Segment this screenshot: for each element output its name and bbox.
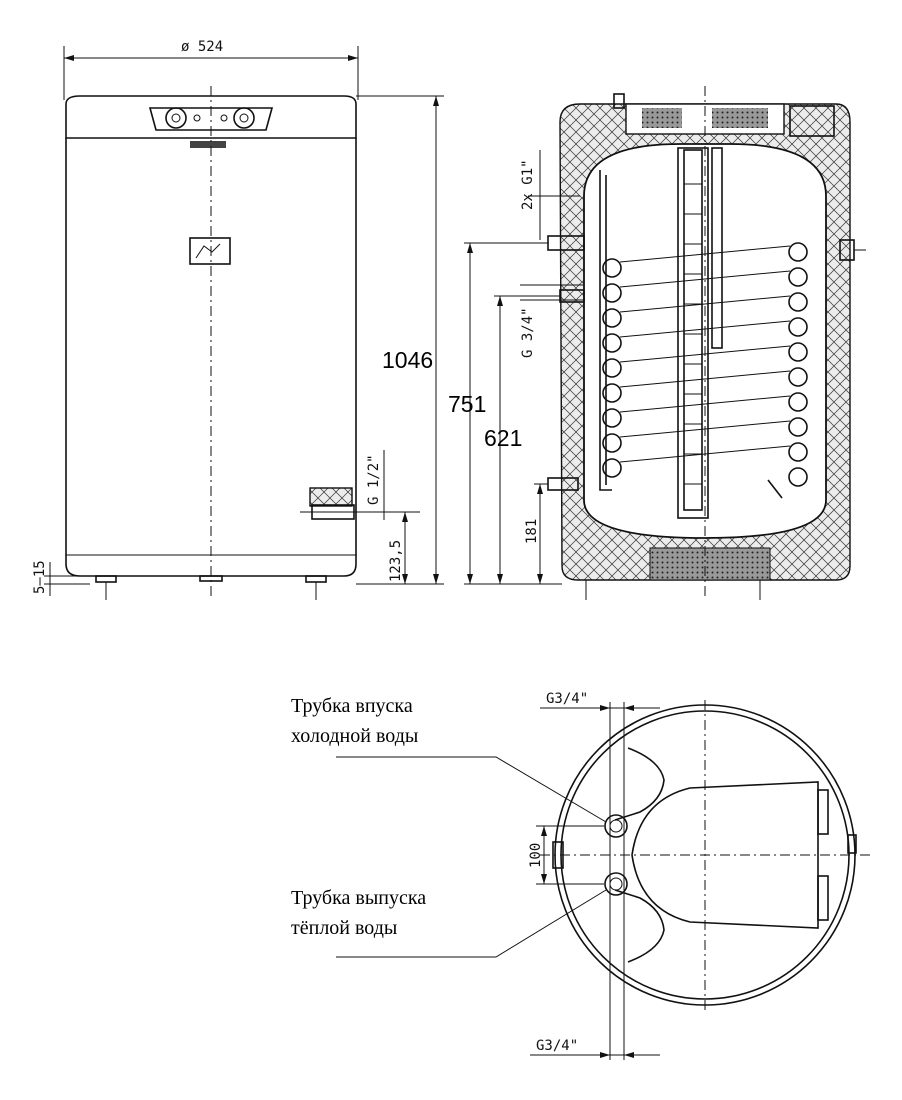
pipe-spacing-label: 100 <box>528 843 544 868</box>
mid-thread-label: G 3/4" <box>520 307 536 358</box>
diameter-label: ø 524 <box>181 39 223 55</box>
drain-height-label: 123,5 <box>388 540 404 582</box>
heating-segments <box>684 183 702 485</box>
front-view: ø 524 G 1/2" 123,5 <box>32 39 444 600</box>
cold-inlet-label-line1: Трубка впуска <box>291 695 413 717</box>
cold-thread-label: G3/4" <box>546 691 588 707</box>
hot-thread-label: G3/4" <box>536 1038 578 1054</box>
low-pipe-height-label: 181 <box>524 519 540 544</box>
top-thread-label: 2x G1" <box>520 159 536 210</box>
mid-pipe-height-label: 621 <box>484 425 522 451</box>
feet-height-label: 5–15 <box>32 560 48 594</box>
top-view: G3/4" G3/4" 100 Трубка впуска холодной в… <box>291 691 870 1060</box>
upper-pipe-height-label: 751 <box>448 391 486 417</box>
section-view: 2x G1" G 3/4" 751 621 181 <box>448 86 866 600</box>
drain-thread-label: G 1/2" <box>366 454 382 505</box>
total-height-label: 1046 <box>382 347 433 373</box>
cold-inlet-label-line2: холодной воды <box>291 725 418 747</box>
hot-outlet-label-line1: Трубка выпуска <box>291 887 426 909</box>
hot-outlet-label-line2: тёплой воды <box>291 917 397 939</box>
